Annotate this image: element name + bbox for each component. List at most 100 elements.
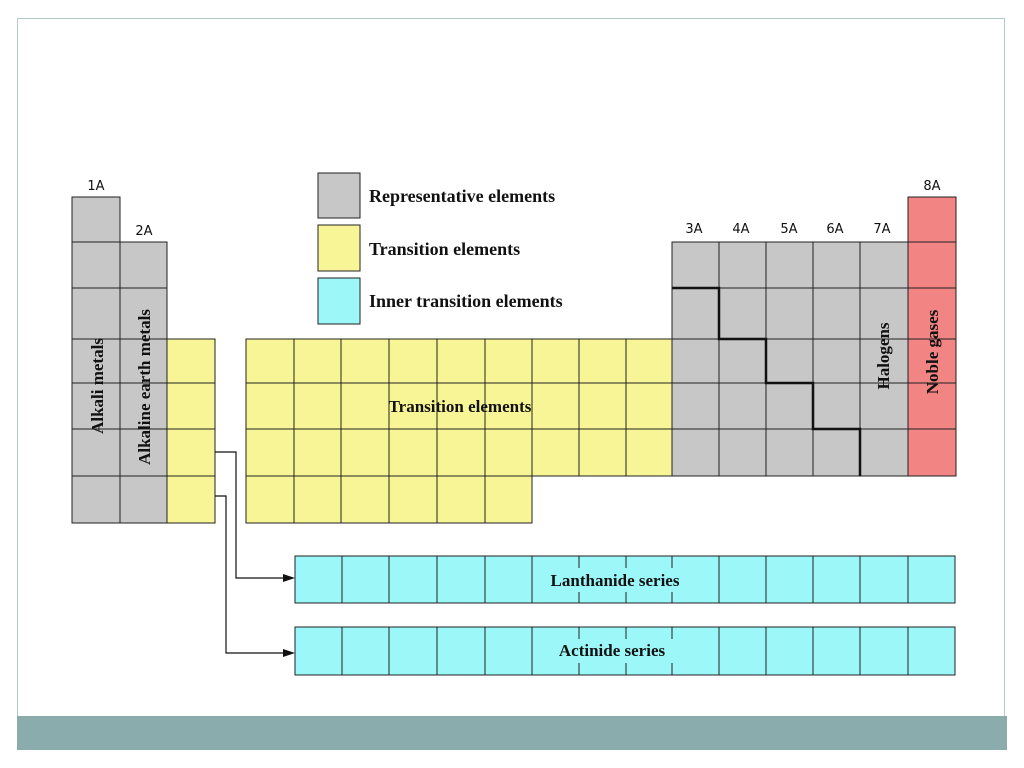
region-label-actinide-series: Actinide series <box>559 641 666 660</box>
lanthanide-cell <box>436 555 486 604</box>
region-label-alkali-metals: Alkali metals <box>88 338 107 434</box>
actinide-cell <box>859 626 909 676</box>
cell-4a <box>718 287 767 340</box>
actinide-cell <box>812 626 861 676</box>
transition-cell <box>531 338 580 384</box>
actinide-label-bg <box>544 639 680 663</box>
legend-label-transition: Transition elements <box>369 239 520 259</box>
transition-cell <box>293 475 342 524</box>
transition-cell <box>245 428 295 477</box>
cell-2a-p7 <box>119 475 168 524</box>
transition-cell <box>531 382 580 430</box>
cell-1a-p7 <box>71 475 121 524</box>
transition-cell <box>388 475 438 524</box>
metalloid-staircase-line <box>672 286 862 476</box>
group-2a-cells <box>119 241 168 524</box>
cell-3a <box>671 241 720 289</box>
cell-7a <box>859 241 909 289</box>
cell-6a <box>812 287 861 340</box>
actinide-cell <box>294 626 343 676</box>
transition-cell <box>436 338 486 384</box>
cell-3a <box>671 338 720 384</box>
transition-cell <box>436 428 486 477</box>
transition-cell <box>484 475 533 524</box>
cell-5a <box>765 338 814 384</box>
transition-cell <box>625 338 673 384</box>
cell-7a <box>859 338 909 384</box>
legend-swatch-transition <box>317 224 361 272</box>
transition-cell <box>484 338 533 384</box>
lanthanide-cell <box>812 555 861 604</box>
transition-cell <box>625 382 673 430</box>
lanthanide-cell <box>388 555 438 604</box>
legend-label-inner-transition: Inner transition elements <box>369 291 563 311</box>
cell-8a-p2 <box>907 241 957 289</box>
transition-cell <box>531 428 580 477</box>
transition-cell <box>388 382 438 430</box>
lanthanide-cell <box>294 555 343 604</box>
actinide-connector-line <box>215 495 286 654</box>
region-label-lanthanide-series: Lanthanide series <box>551 571 680 590</box>
lanthanide-connector-line <box>215 451 286 579</box>
footer-bar <box>17 716 1007 750</box>
transition-cell <box>388 338 438 384</box>
cell-7a <box>859 428 909 477</box>
cell-3b-p5 <box>166 382 216 430</box>
lanthanide-row <box>294 555 956 604</box>
transition-cell <box>625 428 673 477</box>
cell-1a-p2 <box>71 241 121 289</box>
cell-5a <box>765 241 814 289</box>
group-label-3a: 3A <box>685 222 702 237</box>
transition-cell <box>388 428 438 477</box>
transition-cell <box>340 475 390 524</box>
group-label-7a: 7A <box>873 222 890 237</box>
transition-cell <box>340 338 390 384</box>
cell-6a <box>812 241 861 289</box>
transition-cell <box>340 428 390 477</box>
cell-6a <box>812 428 861 477</box>
cell-2a-p5 <box>119 382 168 430</box>
region-label-alkaline-earth-metals: Alkaline earth metals <box>135 309 154 465</box>
group-labels: 1A 2A 3A 4A 5A 6A 7A 8A <box>87 179 940 239</box>
actinide-cell <box>388 626 438 676</box>
cell-2a-p6 <box>119 428 168 477</box>
cell-3a <box>671 382 720 430</box>
cell-3b-p6 <box>166 428 216 477</box>
group-3b-cells <box>166 338 216 524</box>
transition-cell <box>293 382 342 430</box>
region-label-transition-elements: Transition elements <box>389 397 532 416</box>
group-label-8a: 8A <box>923 179 940 194</box>
cell-5a <box>765 287 814 340</box>
group-label-4a: 4A <box>732 222 749 237</box>
lanthanide-cell <box>718 555 767 604</box>
connector-arrows <box>215 451 295 657</box>
transition-cell <box>245 382 295 430</box>
p-block-cells <box>671 241 909 477</box>
legend-label-representative: Representative elements <box>369 186 555 206</box>
transition-cell <box>340 382 390 430</box>
cell-1a-p1 <box>71 196 121 243</box>
cell-8a-p6 <box>907 428 957 477</box>
transition-cell <box>245 338 295 384</box>
group-label-2a: 2A <box>135 224 152 239</box>
transition-cell <box>484 428 533 477</box>
actinide-cell <box>341 626 390 676</box>
cell-8a-p3 <box>907 287 957 340</box>
transition-cell <box>578 382 627 430</box>
cell-4a <box>718 382 767 430</box>
cell-1a-p6 <box>71 428 121 477</box>
cell-8a-p1 <box>907 196 957 243</box>
cell-2a-p2 <box>119 241 168 289</box>
cell-8a-p5 <box>907 382 957 430</box>
cell-6a <box>812 382 861 430</box>
group-8a-cells <box>907 196 957 477</box>
transition-cell <box>578 428 627 477</box>
actinide-arrowhead-icon <box>283 649 295 657</box>
cell-2a-p3 <box>119 287 168 340</box>
actinide-cell <box>484 626 533 676</box>
actinide-cell <box>907 626 956 676</box>
transition-block <box>245 338 673 524</box>
cell-4a <box>718 338 767 384</box>
cell-5a <box>765 428 814 477</box>
